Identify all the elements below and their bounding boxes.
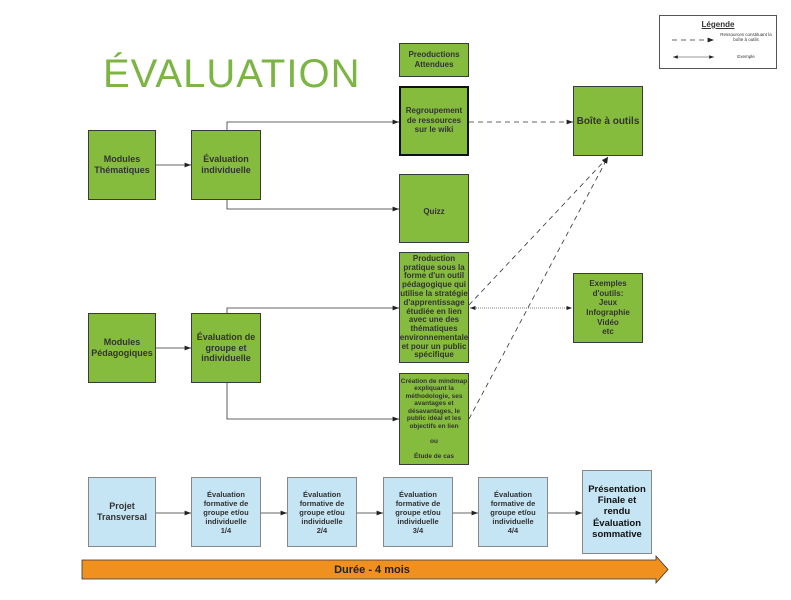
timeline-arrow bbox=[81, 554, 669, 585]
timeline-label: Durée - 4 mois bbox=[334, 563, 410, 576]
box-evaluation-groupe: Évaluation de groupe et individuelle bbox=[191, 313, 261, 383]
arrow-ei-regroupement bbox=[226, 119, 399, 130]
box-modules-thematiques: Modules Thématiques bbox=[88, 130, 156, 200]
box-quizz: Quizz bbox=[399, 174, 469, 243]
box-evaluation-individuelle: Évaluation individuelle bbox=[191, 130, 261, 200]
box-boite-a-outils: Boîte à outils bbox=[573, 86, 643, 156]
box-production-pratique: Production pratique sous la forme d'un o… bbox=[399, 252, 469, 363]
arrow-ei-quizz bbox=[226, 200, 399, 212]
arrow-eg-production bbox=[226, 305, 399, 313]
box-eval-4: Évaluation formative de groupe et/ou ind… bbox=[478, 477, 548, 547]
legend-symbols bbox=[672, 37, 714, 59]
box-eval-3: Évaluation formative de groupe et/ou ind… bbox=[383, 477, 453, 547]
box-eval-2: Évaluation formative de groupe et/ou ind… bbox=[287, 477, 357, 547]
box-presentation-finale: Présentation Finale et rendu Évaluation … bbox=[582, 470, 652, 554]
legend: Légende Ressources constituant la boîte … bbox=[659, 15, 777, 69]
arrow-eg-creation bbox=[226, 383, 399, 422]
page-title: ÉVALUATION bbox=[103, 52, 361, 96]
legend-dashed-label: Ressources constituant la boîte à outils bbox=[720, 32, 772, 43]
box-exemples-outils: Exemples d'outils: Jeux Infographie Vidé… bbox=[573, 273, 643, 343]
box-creation-mindmap: Création de mindmap expliquant la méthod… bbox=[399, 373, 469, 465]
box-regroupement: Regroupement de ressources sur le wiki bbox=[399, 86, 469, 156]
box-projet-transversal: Projet Transversal bbox=[88, 477, 156, 547]
box-modules-pedagogiques: Modules Pédagogiques bbox=[88, 313, 156, 383]
legend-title: Légende bbox=[701, 20, 735, 29]
dashed-creation-boite bbox=[468, 156, 609, 420]
dashed-production-boite bbox=[468, 156, 609, 306]
legend-double-arrow-label: Exemple bbox=[737, 54, 755, 59]
box-productions-attendues: Preoductions Attendues bbox=[399, 43, 469, 77]
box-eval-1: Évaluation formative de groupe et/ou ind… bbox=[191, 477, 261, 547]
